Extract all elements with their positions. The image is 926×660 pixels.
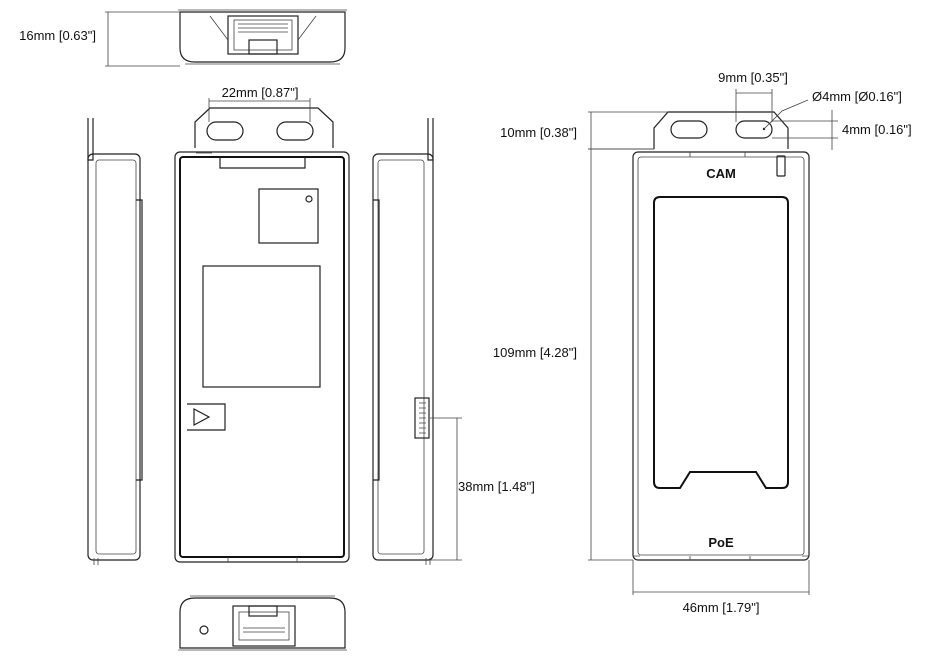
- front-detail-view: CAM PoE 9mm [0.35"] Ø4mm [Ø0.16"] 4mm [0…: [493, 70, 912, 615]
- indicator-hole: [305, 195, 313, 203]
- left-side-view: [87, 118, 143, 565]
- dim-height: 109mm [4.28"]: [493, 345, 577, 360]
- side-connector: [414, 397, 430, 439]
- right-side-view: 38mm [1.48"]: [372, 118, 535, 565]
- dim-hole-diameter: Ø4mm [Ø0.16"]: [812, 89, 902, 104]
- dim-width: 46mm [1.79"]: [683, 600, 760, 615]
- poe-label: PoE: [708, 535, 734, 550]
- mounting-tab-detail: [653, 111, 789, 149]
- front-view: 22mm [0.87"]: [174, 85, 350, 563]
- top-view: 16mm [0.63"]: [19, 9, 347, 67]
- dim-top-depth: 16mm [0.63"]: [19, 28, 96, 43]
- dim-port-height: 38mm [1.48"]: [458, 479, 535, 494]
- display-window: [653, 196, 789, 489]
- dim-hole-offset: 4mm [0.16"]: [842, 122, 912, 137]
- reset-hole: [199, 625, 209, 635]
- rj45-port-top: [209, 15, 317, 55]
- inner-window: [202, 265, 321, 388]
- rj45-port-bottom: [232, 605, 296, 647]
- play-icon: [187, 403, 226, 431]
- mounting-tab-front: [194, 107, 334, 148]
- dim-tab-spacing: 22mm [0.87"]: [222, 85, 299, 100]
- dim-tab-height: 10mm [0.38"]: [500, 125, 577, 140]
- label-plate: [258, 188, 319, 244]
- dim-slot-width: 9mm [0.35"]: [718, 70, 788, 85]
- bottom-view: [178, 595, 347, 651]
- cam-label: CAM: [706, 166, 736, 181]
